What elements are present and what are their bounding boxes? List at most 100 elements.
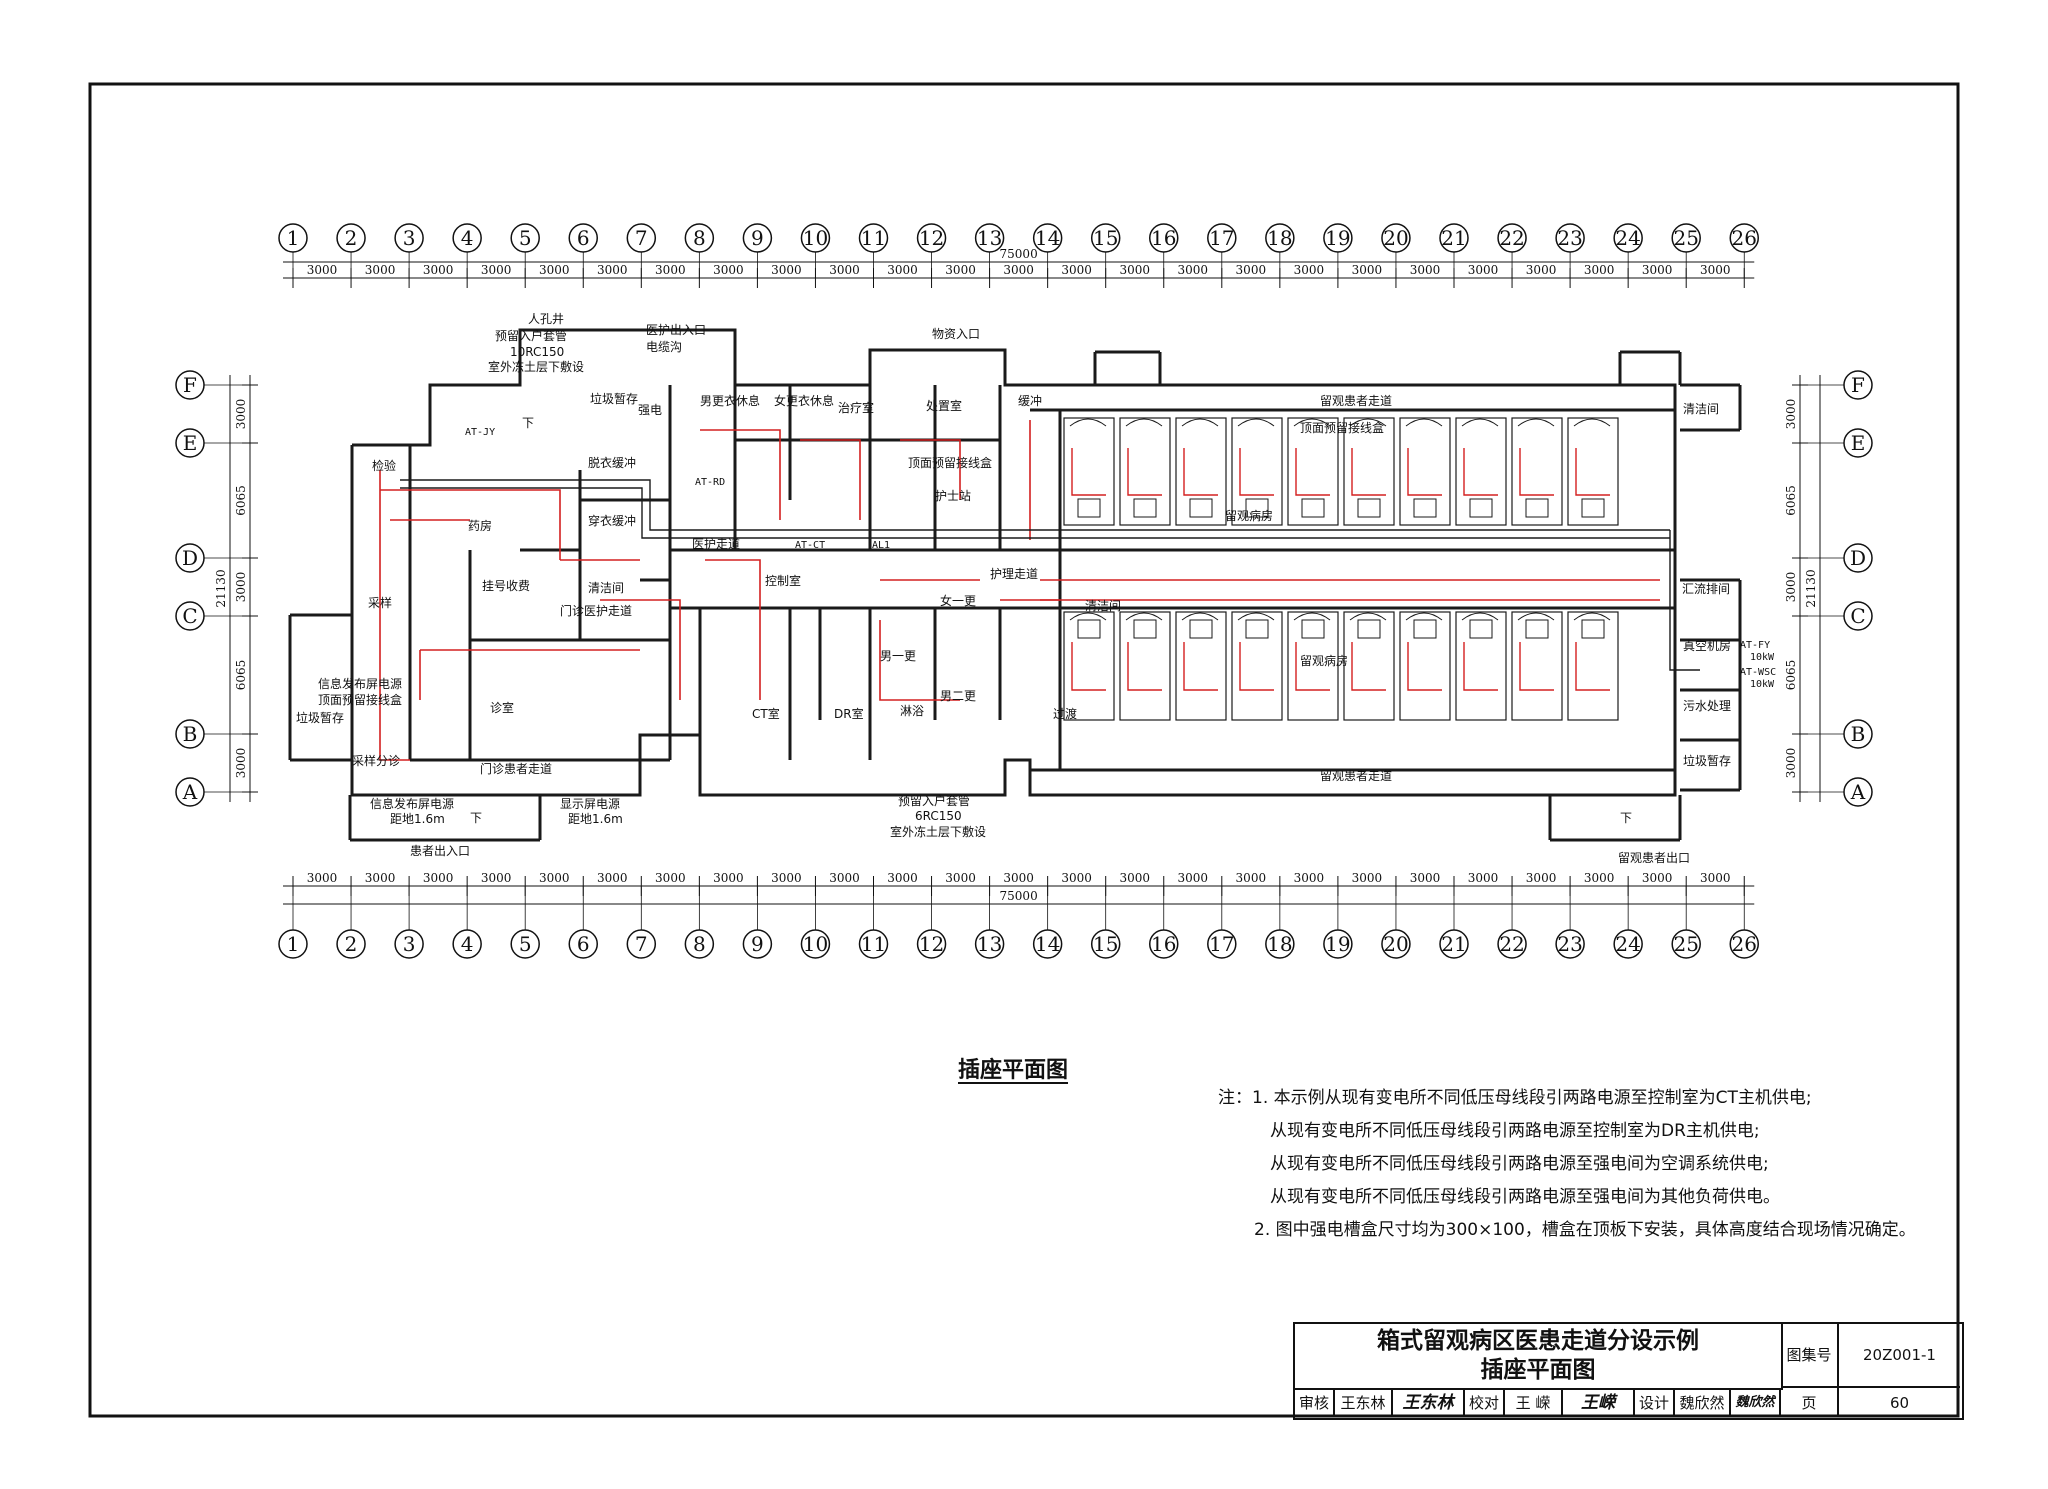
label-display-power-h: 距地1.6m xyxy=(568,812,623,826)
vdim-total: 21130 xyxy=(1804,569,1818,607)
ward-door-arc xyxy=(1181,612,1219,621)
dim-span-5: 3000 xyxy=(539,871,570,885)
ward-room xyxy=(1399,417,1451,526)
page-no: 60 xyxy=(1889,1394,1910,1412)
axis-label-25: 25 xyxy=(1673,932,1698,956)
axis-label-22: 22 xyxy=(1499,932,1524,956)
label-shower: 淋浴 xyxy=(900,704,924,718)
dim-span-22: 3000 xyxy=(1526,871,1557,885)
atlas-label: 图集号 xyxy=(1781,1324,1839,1388)
note-line-1b: 从现有变电所不同低压母线段引两路电源至控制室为DR主机供电; xyxy=(1218,1115,1916,1148)
ward-room xyxy=(1511,417,1563,526)
design-name: 魏欣然 xyxy=(1675,1388,1731,1416)
ward-wire xyxy=(1463,448,1498,496)
label-disposal: 处置室 xyxy=(926,398,962,413)
axis-label-11: 11 xyxy=(861,226,886,250)
dim-span-2: 3000 xyxy=(365,263,396,277)
axis-label-13: 13 xyxy=(977,226,1002,250)
note-1b: 从现有变电所不同低压母线段引两路电源至控制室为DR主机供电; xyxy=(1270,1121,1760,1141)
axis-label-7: 7 xyxy=(635,932,648,956)
ward-toilet xyxy=(1469,619,1493,639)
ward-toilet xyxy=(1357,619,1381,639)
axis-label-C: C xyxy=(1850,604,1865,628)
ward-room xyxy=(1455,417,1507,526)
panel-al1: AL1 xyxy=(872,540,890,551)
label-clinic-patient-corridor: 门诊患者走道 xyxy=(480,761,552,776)
axis-label-7: 7 xyxy=(635,226,648,250)
ward-toilet xyxy=(1525,619,1549,639)
label-left-info: 信息发布屏电源 xyxy=(318,676,402,691)
label-doc-corridor: 医护走道 xyxy=(692,537,740,551)
axis-label-12: 12 xyxy=(919,226,944,250)
label-down-left: 下 xyxy=(470,811,482,825)
axis-label-9: 9 xyxy=(751,932,764,956)
ward-wire xyxy=(1351,642,1386,691)
label-pipe-note2: 10RC150 xyxy=(510,345,564,359)
dim-span-20: 3000 xyxy=(1410,871,1441,885)
label-pipe-note1: 预留入户套管 xyxy=(495,328,567,343)
dim-span-6: 3000 xyxy=(597,871,628,885)
ward-room xyxy=(1455,611,1507,721)
review-label: 审核 xyxy=(1295,1388,1335,1416)
axis-label-2: 2 xyxy=(345,932,358,956)
ward-toilet xyxy=(1301,619,1325,639)
label-obs-exit: 留观患者出口 xyxy=(1618,851,1690,865)
power-wiring xyxy=(379,420,1660,761)
ward-wire xyxy=(1463,642,1498,691)
label-cleaning2: 清洁间 xyxy=(588,581,624,595)
ward-toilet xyxy=(1245,619,1269,639)
ward-room xyxy=(1567,417,1619,526)
axis-label-3: 3 xyxy=(403,932,416,956)
ward-wire xyxy=(1183,448,1218,496)
check-name: 王 嵘 xyxy=(1505,1388,1563,1416)
label-supply-entrance: 物资入口 xyxy=(932,327,980,341)
label-swab: 采样 xyxy=(368,595,392,610)
label-ct-room: CT室 xyxy=(752,706,780,721)
drawing-title: 插座平面图 xyxy=(958,1058,1069,1083)
note-1c: 从现有变电所不同低压母线段引两路电源至强电间为空调系统供电; xyxy=(1270,1154,1769,1174)
label-clinic-corridor: 门诊医护走道 xyxy=(560,603,632,618)
ward-wire xyxy=(1351,448,1386,496)
ward-room xyxy=(1063,417,1115,526)
label-display-power: 显示屏电源 xyxy=(560,797,620,811)
notes-block: 注：1. 本示例从现有变电所不同低压母线段引两路电源至控制室为CT主机供电; 从… xyxy=(1218,1082,1916,1247)
label-female-change1: 女一更 xyxy=(940,593,976,608)
ward-door-arc xyxy=(1517,612,1555,621)
label-obs-corridor-top: 留观患者走道 xyxy=(1320,394,1392,408)
axis-label-4: 4 xyxy=(461,226,474,250)
ward-modules xyxy=(1063,417,1619,721)
axis-label-5: 5 xyxy=(519,226,532,250)
label-buffer: 缓冲 xyxy=(1018,393,1042,408)
dim-span-22: 3000 xyxy=(1526,263,1557,277)
label-ceiling-box-top: 顶面预留接线盒 xyxy=(1300,420,1384,435)
dim-span-7: 3000 xyxy=(655,871,686,885)
dim-span-9: 3000 xyxy=(771,263,802,277)
ward-wire xyxy=(1295,642,1330,691)
title-block-main: 箱式留观病区医患走道分设示例 插座平面图 xyxy=(1295,1324,1783,1390)
vdim-span-2: 6065 xyxy=(1784,485,1798,516)
axis-label-8: 8 xyxy=(693,226,706,250)
review-name: 王东林 xyxy=(1335,1388,1393,1416)
ward-toilet xyxy=(1077,498,1101,518)
dim-span-15: 3000 xyxy=(1119,871,1150,885)
ward-door-arc xyxy=(1069,418,1107,427)
axis-label-12: 12 xyxy=(919,932,944,956)
label-doc-entrance: 医护出入口 xyxy=(646,323,706,337)
axis-label-C: C xyxy=(182,604,197,628)
panel-at-wsc-kw: 10kW xyxy=(1750,679,1775,690)
ward-toilet xyxy=(1077,619,1101,639)
axis-label-14: 14 xyxy=(1035,932,1060,956)
label-nurse-station: 护士站 xyxy=(935,489,971,503)
ward-door-arc xyxy=(1349,612,1387,621)
axis-label-19: 19 xyxy=(1325,226,1350,250)
panel-at-ct: AT-CT xyxy=(795,540,825,551)
block-title-2: 插座平面图 xyxy=(1480,1357,1596,1383)
ward-toilet xyxy=(1469,498,1493,518)
dim-span-8: 3000 xyxy=(713,263,744,277)
ward-wire xyxy=(1295,448,1330,496)
axis-label-16: 16 xyxy=(1151,226,1176,250)
dim-span-13: 3000 xyxy=(1003,871,1034,885)
label-down-right: 下 xyxy=(1620,811,1632,825)
ward-toilet xyxy=(1189,619,1213,639)
